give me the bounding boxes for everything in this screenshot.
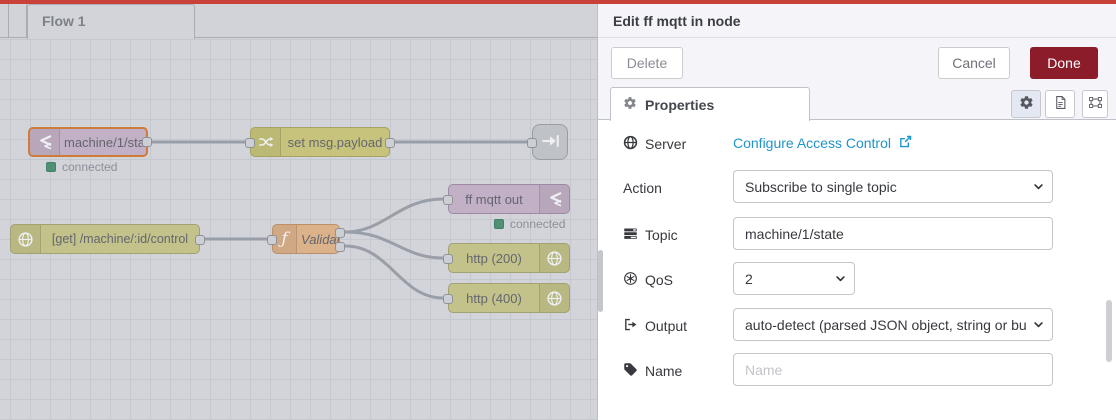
- edit-tray: Edit ff mqtt in node Delete Cancel Done …: [597, 4, 1116, 420]
- status-text: connected: [510, 217, 566, 231]
- previous-tab-edge: [8, 4, 27, 38]
- node-link-out[interactable]: [527, 124, 568, 160]
- globe-icon: [623, 135, 638, 153]
- globe-icon: [539, 284, 569, 312]
- chevron-down-icon: [833, 271, 848, 289]
- output-select[interactable]: auto-detect (parsed JSON object, string …: [733, 308, 1053, 341]
- mqtt-icon: [539, 185, 569, 213]
- expand-dialog-button[interactable]: [1082, 90, 1108, 118]
- configure-access-control-link[interactable]: Configure Access Control: [733, 134, 913, 152]
- document-icon: [1053, 95, 1068, 113]
- description-view-button[interactable]: [1045, 90, 1075, 118]
- properties-view-button[interactable]: [1011, 90, 1041, 118]
- top-accent-bar: [0, 0, 1116, 4]
- name-field-label: Name: [623, 361, 682, 381]
- shuffle-icon: [251, 128, 281, 156]
- status-dot-icon: [46, 162, 56, 172]
- node-change[interactable]: set msg.payload: [245, 127, 395, 157]
- node-label: machine/1/state: [64, 134, 146, 150]
- output-port[interactable]: [142, 137, 152, 147]
- topic-input[interactable]: [733, 217, 1053, 250]
- node-label: ff mqtt out: [465, 191, 523, 207]
- action-select[interactable]: Subscribe to single topic: [733, 170, 1053, 203]
- sign-out-icon: [623, 317, 638, 335]
- tab-properties-label: Properties: [645, 96, 715, 113]
- delete-button[interactable]: Delete: [611, 47, 683, 79]
- tab-properties[interactable]: Properties: [610, 87, 810, 121]
- node-label: http (400): [466, 290, 522, 306]
- node-label: [get] /machine/:id/control: [51, 232, 189, 246]
- tag-icon: [623, 362, 638, 380]
- node-status: connected: [494, 217, 565, 231]
- output-port[interactable]: [195, 235, 205, 245]
- object-group-icon: [1088, 95, 1103, 113]
- tasks-icon: [623, 226, 638, 244]
- gear-icon: [623, 96, 637, 113]
- node-http-response-400[interactable]: http (400): [443, 283, 570, 313]
- node-http-in[interactable]: [get] /machine/:id/control: [10, 224, 205, 254]
- external-link-icon: [898, 134, 913, 152]
- output-field-label: Output: [623, 316, 687, 336]
- node-label: set msg.payload: [287, 134, 383, 150]
- action-field-label: Action: [623, 180, 662, 196]
- node-http-response-200[interactable]: http (200): [443, 243, 570, 273]
- input-port[interactable]: [527, 138, 537, 148]
- qos-select[interactable]: 2: [733, 262, 855, 295]
- globe-icon: [539, 244, 569, 272]
- node-label: Validate: [301, 231, 339, 247]
- output-port-2[interactable]: [335, 242, 345, 252]
- server-field-label: Server: [623, 134, 686, 154]
- mqtt-icon: [30, 129, 60, 155]
- chevron-down-icon: [1031, 179, 1046, 197]
- output-port-1[interactable]: [335, 228, 345, 238]
- input-port[interactable]: [443, 254, 453, 264]
- edit-tray-scrollbar[interactable]: [1106, 300, 1112, 362]
- node-label: http (200): [466, 250, 522, 266]
- edit-tray-toolbar: Delete Cancel Done: [598, 38, 1116, 84]
- output-port[interactable]: [385, 138, 395, 148]
- status-text: connected: [62, 160, 118, 174]
- edit-tray-title: Edit ff mqtt in node: [598, 4, 1116, 38]
- node-mqtt-in[interactable]: machine/1/state: [28, 127, 152, 157]
- input-port[interactable]: [443, 294, 453, 304]
- input-port[interactable]: [245, 138, 255, 148]
- done-button[interactable]: Done: [1030, 47, 1098, 79]
- topic-field-label: Topic: [623, 225, 678, 245]
- cancel-button[interactable]: Cancel: [938, 47, 1010, 79]
- function-icon: ƒ: [273, 225, 297, 253]
- qos-icon: [623, 271, 638, 289]
- tab-flow-1[interactable]: Flow 1: [27, 4, 195, 39]
- gear-icon: [1019, 95, 1034, 113]
- node-status: connected: [46, 160, 117, 174]
- globe-icon: [11, 225, 41, 253]
- input-port[interactable]: [267, 235, 277, 245]
- name-input[interactable]: [733, 353, 1053, 386]
- qos-field-label: QoS: [623, 270, 673, 290]
- status-dot-icon: [494, 219, 504, 229]
- node-function-validate[interactable]: ƒ Validate: [267, 224, 345, 254]
- chevron-down-icon: [1031, 317, 1046, 335]
- edit-tray-tabs: Properties: [598, 84, 1116, 121]
- node-mqtt-out[interactable]: ff mqtt out: [443, 184, 570, 214]
- flow-tab-label: Flow 1: [42, 13, 86, 29]
- flow-workspace[interactable]: Flow 1 machine/1/state connected s: [0, 4, 597, 420]
- workspace-scrollbar[interactable]: [598, 250, 603, 312]
- input-port[interactable]: [443, 195, 453, 205]
- link-out-icon: [540, 131, 560, 154]
